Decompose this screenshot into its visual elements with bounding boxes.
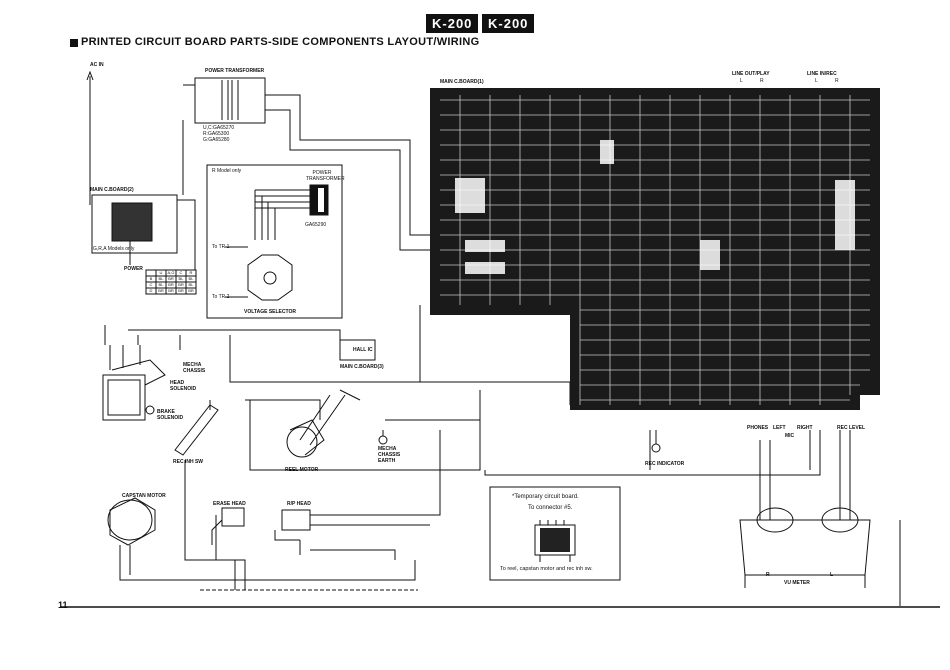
selector-table: U A,G C R B BL BR BL BL C BL BR BR BL D … [149, 270, 194, 293]
vu-meter-label: VU METER [784, 580, 810, 586]
power-label: POWER [124, 266, 143, 272]
model-tag-right: K-200 [482, 14, 535, 33]
power-transformer-label: POWER TRANSFORMER [205, 68, 265, 74]
model-tag-left: K-200 [426, 14, 479, 33]
gra-models-label: G,R,A Models only [93, 246, 135, 252]
line-out-play-label: LINE OUT/PLAY [732, 71, 770, 77]
line-in-l: L [815, 78, 818, 84]
voltage-selector-label: VOLTAGE SELECTOR [244, 309, 296, 315]
ac-in-label: AC IN [90, 62, 104, 68]
brake-solenoid-label: BRAKE SOLENOID [157, 409, 184, 421]
vu-r-label: R [766, 572, 770, 578]
main-c-board-1-label: MAIN C.BOARD(1) [440, 79, 484, 85]
erase-head-label: ERASE HEAD [213, 501, 246, 507]
r-model-only-label: R Model only [212, 168, 242, 174]
phones-label: PHONES [747, 425, 769, 431]
head-solenoid-label: HEAD SOLENOID [170, 380, 197, 392]
mecha-chassis-earth-label: MECHA CHASSIS EARTH [378, 446, 401, 464]
to-tr1-label: To TR 1 [212, 244, 230, 250]
rp-head-label: R/P HEAD [287, 501, 311, 507]
right-label: RIGHT [797, 425, 813, 431]
reel-motor-label: REEL MOTOR [285, 467, 319, 473]
title-bullet [70, 39, 78, 47]
line-out-r: R [760, 78, 764, 84]
main-board-pcb [430, 88, 880, 410]
transformer-codes: U,C:GA65270 R:GA65300 G:GA65280 [203, 125, 235, 143]
rec-inh-sw-label: REC INH SW [173, 459, 203, 465]
main-c-board-3-label: MAIN C.BOARD(3) [340, 364, 384, 370]
inset-transformer-label: POWER TRANSFORMER [306, 170, 345, 182]
control-block-label: CONTROL BLOCK(F) [582, 414, 633, 420]
vu-l-label: L [830, 572, 834, 578]
mecha-chassis-label: MECHA CHASSIS [183, 362, 206, 374]
rec-level-label: REC LEVEL [837, 425, 866, 431]
line-in-rec-label: LINE IN/REC [807, 71, 837, 77]
to-tr2-label: To TR 2 [212, 294, 230, 300]
capstan-motor-label: CAPSTAN MOTOR [122, 493, 166, 499]
left-label: LEFT [773, 425, 786, 431]
line-out-l: L [740, 78, 743, 84]
mic-label: MIC [785, 433, 795, 439]
page-number: 11 [58, 600, 68, 610]
temp-board-note: To reel, capstan motor and rec inh sw. [500, 566, 593, 572]
hall-ic-label: HALL IC [353, 347, 373, 353]
temp-board-sub: To connector #5. [528, 505, 573, 511]
inset-code-label: GA65290 [305, 222, 327, 228]
temp-board-pattern [540, 528, 570, 552]
main-c-board-2-label: MAIN C.BOARD(2) [90, 187, 134, 193]
rec-indicator-label: REC INDICATOR [645, 461, 685, 467]
temp-board-title: *Temporary circuit board. [512, 494, 579, 500]
page-title: PRINTED CIRCUIT BOARD PARTS-SIDE COMPONE… [81, 36, 480, 48]
line-in-r: R [835, 78, 839, 84]
